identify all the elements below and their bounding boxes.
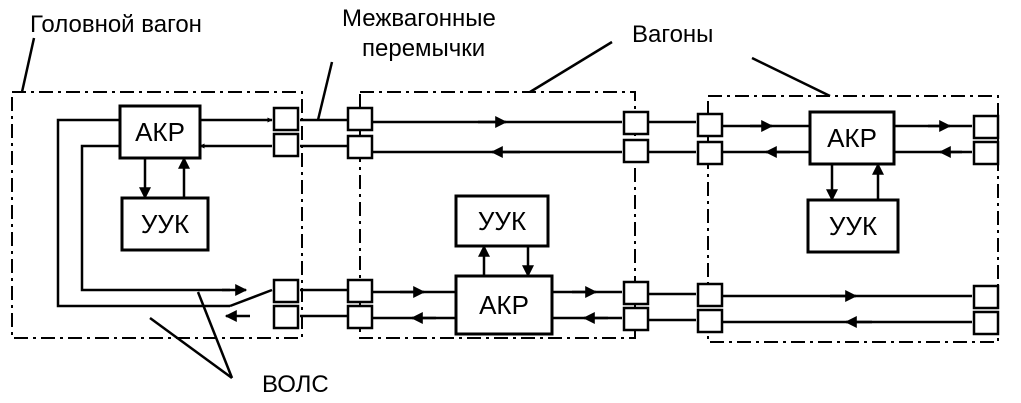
car-3-outline <box>707 95 999 343</box>
uuk-block-head-car <box>120 196 210 252</box>
uuk-label-head-car: УУК <box>141 209 189 239</box>
akr-label-car-3: АКР <box>827 123 877 153</box>
head-car-label: Головной вагон <box>30 11 202 38</box>
akr-label-head-car: АКР <box>135 117 185 147</box>
fiber-label: ВОЛС <box>262 371 329 398</box>
connectors <box>272 106 1000 336</box>
akr-block-car-3 <box>808 110 896 166</box>
head-car-outline <box>11 91 303 339</box>
uuk-label-car-3: УУК <box>829 211 877 241</box>
jumpers-label-line2: перемычки <box>362 35 485 62</box>
uuk-block-car-3 <box>806 198 900 254</box>
jumpers-label-line1: Межвагонные <box>342 5 496 32</box>
fiber-loop-lines <box>56 118 230 308</box>
direction-arrows <box>222 116 962 328</box>
akr-block-car-2 <box>454 274 554 336</box>
uuk-block-car-2 <box>454 194 550 248</box>
akr-block-head-car <box>118 104 202 160</box>
akr-label-car-2: АКР <box>479 290 529 320</box>
cars-label: Вагоны <box>632 21 713 48</box>
akr-uuk-links <box>139 156 884 278</box>
uuk-label-car-2: УУК <box>478 206 526 236</box>
car-2-outline <box>359 91 636 339</box>
